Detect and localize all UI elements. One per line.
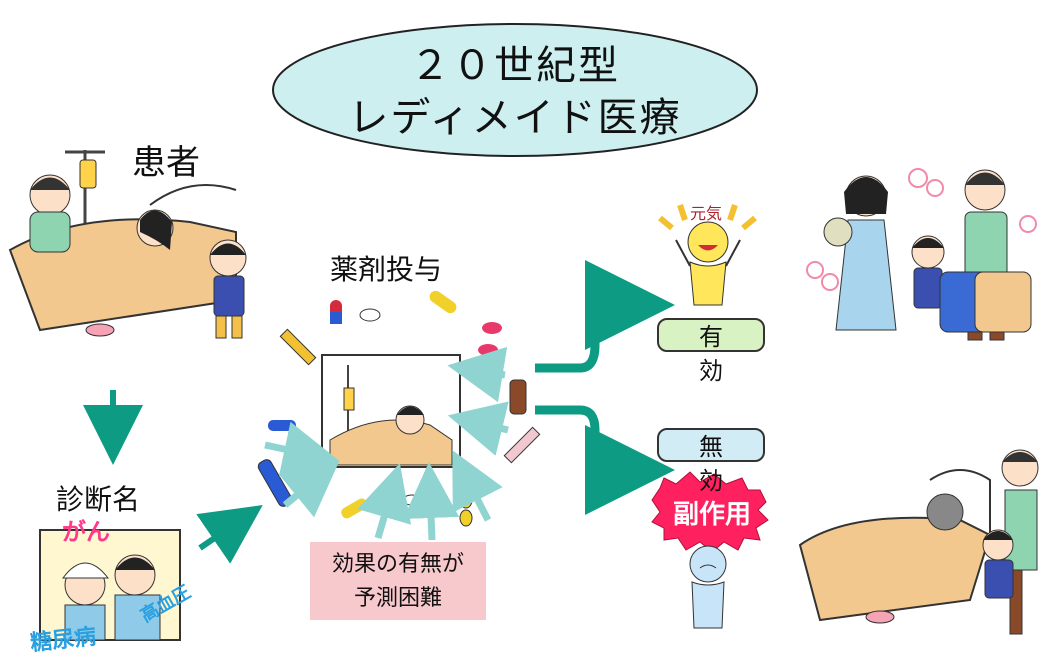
prediction-line2: 予測困難 xyxy=(353,586,442,611)
patient-bed-illustration xyxy=(8,150,237,337)
title: ２０世紀型 レディメイド医療 xyxy=(272,40,758,144)
prediction-line1: 効果の有無が xyxy=(331,552,464,577)
label-patient: 患者 xyxy=(132,143,200,183)
label-diagnosis: 診断名 xyxy=(56,483,141,516)
title-line2: レディメイド医療 xyxy=(348,95,682,141)
sick-patient-illustration xyxy=(798,449,1039,635)
side-effect-burst xyxy=(651,471,769,553)
central-patient-frame xyxy=(321,354,461,468)
label-diabetes: 糖尿病 xyxy=(29,624,98,657)
title-oval xyxy=(272,23,758,157)
badge-effective: 有 効 xyxy=(657,318,765,385)
badge-ineffective: 無 効 xyxy=(657,428,765,495)
prediction-box: 効果の有無が 予測困難 xyxy=(310,542,486,620)
family-illustration xyxy=(806,168,1037,341)
sad-figure xyxy=(689,545,727,629)
converging-arrows xyxy=(264,346,509,541)
happy-figure xyxy=(658,204,757,306)
girl-illustration-top xyxy=(209,239,247,339)
title-line1: ２０世紀型 xyxy=(410,43,620,89)
label-administration: 薬剤投与 xyxy=(330,253,443,286)
arrow-diagnosis-to-admin xyxy=(196,505,263,564)
label-cancer: がん xyxy=(62,518,110,546)
label-side-effect: 副作用 xyxy=(672,500,751,530)
arrow-to-effective xyxy=(535,260,675,373)
label-genki: 元気 xyxy=(690,204,723,223)
doctors-card xyxy=(39,529,181,641)
arrow-to-ineffective xyxy=(535,405,675,515)
